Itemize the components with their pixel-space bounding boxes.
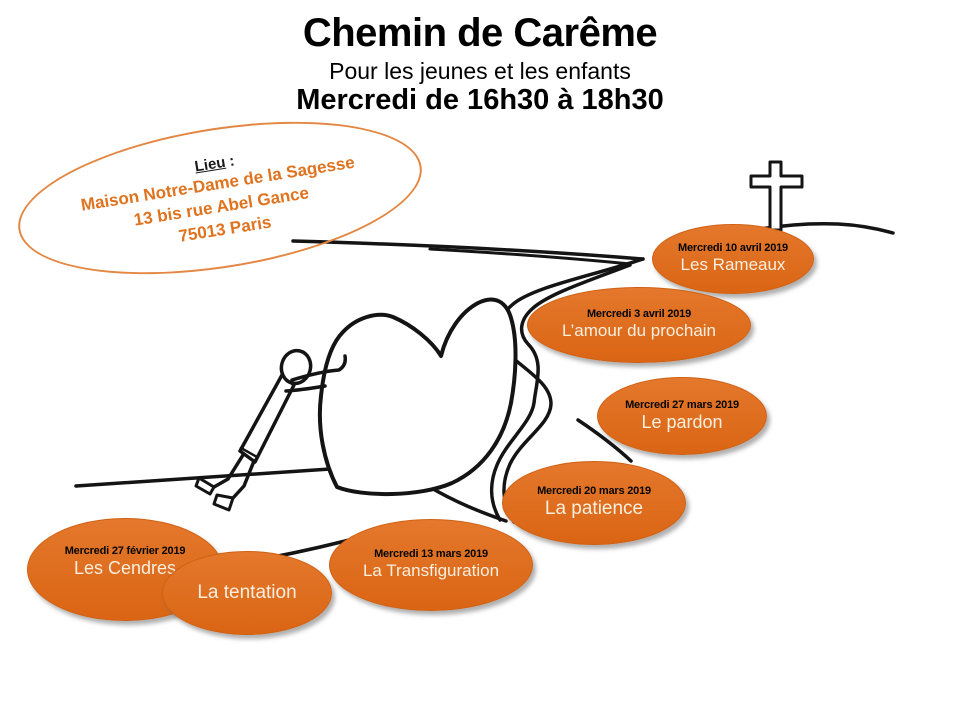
session-theme: L’amour du prochain [561, 321, 717, 341]
session-date: Mercredi 10 avril 2019 [678, 242, 788, 255]
session-theme: La patience [544, 498, 644, 520]
winding-path-right-edge [495, 257, 645, 524]
page-subtitle: Pour les jeunes et les enfants [329, 58, 631, 84]
session-ellipse-la-tentation: La tentation [162, 551, 332, 635]
road-glimpse-upper [576, 418, 633, 463]
person-figure [194, 348, 347, 512]
session-date: Mercredi 3 avril 2019 [586, 308, 692, 321]
page-title: Chemin de Carême [302, 11, 658, 55]
person-arm-upper [290, 354, 347, 382]
session-date: Mercredi 13 mars 2019 [374, 548, 488, 561]
session-theme: Le pardon [641, 411, 723, 432]
ground-line [74, 466, 347, 488]
session-theme: La Transfiguration [362, 561, 500, 581]
person-leg-back [231, 459, 256, 500]
session-theme: La tentation [197, 581, 297, 603]
person-shoe-back [212, 493, 235, 512]
cross-icon [749, 160, 804, 232]
session-date: Mercredi 27 février 2019 [64, 545, 186, 558]
session-theme: Les Cendres [73, 558, 177, 579]
upper-road-line-1 [291, 239, 645, 261]
person-arm-lower [284, 384, 327, 393]
road-glimpse-lower [426, 484, 508, 523]
session-ellipse-la-patience: Mercredi 20 mars 2019 La patience [502, 461, 686, 545]
session-ellipse-le-pardon: Mercredi 27 mars 2019 Le pardon [597, 377, 767, 455]
winding-path-left-edge [490, 263, 632, 522]
session-date: Mercredi 20 mars 2019 [537, 485, 651, 497]
person-leg-front [212, 453, 245, 489]
session-theme: Les Rameaux [680, 255, 786, 275]
session-ellipse-amour-du-prochain: Mercredi 3 avril 2019 L’amour du prochai… [527, 287, 751, 363]
session-ellipse-la-transfiguration: Mercredi 13 mars 2019 La Transfiguration [329, 519, 533, 611]
location-label-separator: : [224, 152, 236, 171]
heart-icon [317, 297, 518, 497]
session-ellipse-les-rameaux: Mercredi 10 avril 2019 Les Rameaux [652, 224, 814, 294]
person-waistband [239, 446, 259, 459]
person-torso [238, 373, 296, 464]
session-date: Mercredi 27 mars 2019 [625, 398, 739, 411]
person-shoe-front [194, 476, 216, 496]
upper-road-line-2 [428, 247, 632, 266]
schedule-line: Mercredi de 16h30 à 18h30 [296, 84, 664, 116]
